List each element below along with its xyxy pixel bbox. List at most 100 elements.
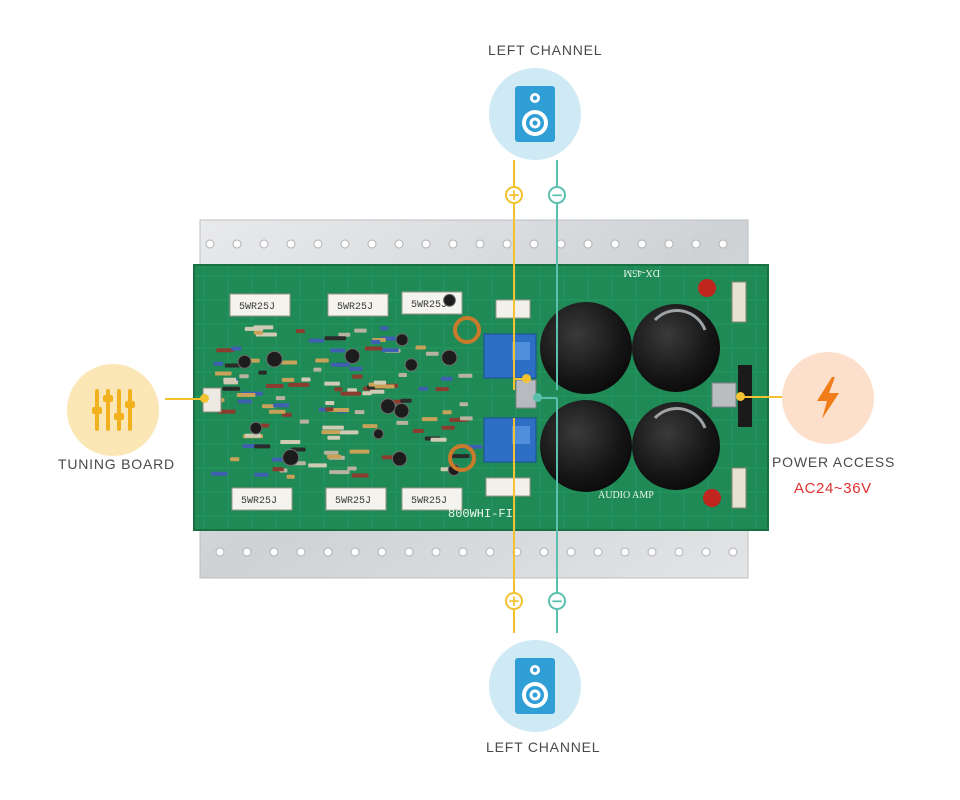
component — [347, 466, 357, 471]
component — [325, 401, 335, 405]
heatsink-hole — [377, 547, 387, 557]
positive-wire-connector — [513, 378, 525, 380]
component — [301, 377, 311, 382]
heatsink-holes — [205, 239, 738, 557]
component — [278, 360, 298, 365]
component — [286, 474, 295, 479]
heatsink-hole — [556, 239, 566, 249]
negative-wire-top — [556, 160, 558, 390]
power-resistor — [327, 293, 389, 317]
component — [415, 345, 426, 350]
component — [352, 374, 363, 379]
component — [430, 437, 447, 442]
power-resistor — [325, 487, 387, 511]
heatsink-hole — [610, 239, 620, 249]
power-voltage-label: AC24~36V — [794, 480, 872, 497]
power-wire-dot — [736, 392, 745, 401]
component — [354, 410, 365, 415]
component — [381, 455, 393, 460]
component — [364, 346, 383, 351]
relays — [483, 333, 537, 463]
heatsink-hole — [323, 547, 333, 557]
component — [327, 435, 341, 440]
component — [224, 363, 240, 368]
power-resistor-label: 5WR25J — [335, 496, 371, 507]
component — [381, 348, 399, 353]
component — [254, 444, 271, 449]
power-resistor — [231, 487, 293, 511]
component — [321, 430, 341, 435]
component — [329, 470, 350, 475]
component — [351, 473, 369, 478]
capacitor — [540, 400, 632, 492]
component — [347, 388, 357, 393]
heatsink-hole — [674, 547, 684, 557]
component — [244, 433, 261, 438]
component — [275, 396, 286, 401]
heatsink-hole — [502, 239, 512, 249]
component — [315, 358, 329, 363]
tuning-wire-dot — [200, 394, 209, 403]
negative-sign-bottom: − — [548, 592, 566, 610]
tuning-wire — [165, 398, 205, 400]
component — [398, 373, 407, 377]
speaker-top-badge — [489, 68, 581, 160]
power-resistor-label: 5WR25J — [411, 496, 447, 507]
board-brand-text: AUDIO AMP — [598, 490, 654, 501]
negative-wire-dot — [533, 393, 542, 402]
speaker-bottom-badge — [489, 640, 581, 732]
component — [362, 424, 378, 429]
component — [258, 370, 267, 375]
component — [231, 346, 242, 351]
positive-sign-bottom: + — [505, 592, 523, 610]
heatsink-hole — [431, 547, 441, 557]
heatsink-hole — [620, 547, 630, 557]
component — [441, 376, 453, 381]
component — [253, 330, 263, 335]
positive-wire-bottom — [513, 418, 515, 633]
small-capacitor — [282, 449, 300, 466]
heatsink-hole — [539, 547, 549, 557]
heatsink-hole — [350, 547, 360, 557]
heatsink-hole — [259, 239, 269, 249]
component — [339, 430, 359, 435]
heatsink-hole — [269, 547, 279, 557]
component — [412, 429, 424, 433]
component — [400, 398, 412, 403]
left-channel-top-label: LEFT CHANNEL — [488, 42, 603, 58]
heatsink-hole — [286, 239, 296, 249]
positive-sign-top: + — [505, 186, 523, 204]
power-resistor-label: 5WR25J — [411, 300, 447, 311]
left-channel-bottom-label: LEFT CHANNEL — [486, 739, 601, 755]
heatsink-hole — [215, 547, 225, 557]
heatsink-hole — [340, 239, 350, 249]
fuses — [698, 279, 747, 509]
power-resistor — [229, 293, 291, 317]
heatsink-hole — [367, 239, 377, 249]
component — [308, 463, 327, 468]
component — [328, 408, 350, 412]
heatsink-hole — [583, 239, 593, 249]
component — [442, 410, 452, 415]
component — [223, 377, 237, 382]
power-resistor-label: 5WR25J — [337, 302, 373, 313]
component — [213, 361, 224, 366]
heatsink-hole — [566, 547, 576, 557]
component — [272, 467, 284, 472]
heatsink-hole — [296, 547, 306, 557]
component — [244, 326, 264, 331]
lightning-bolt-icon — [817, 377, 839, 419]
component — [340, 391, 361, 396]
positive-wire-top — [513, 160, 515, 390]
component — [281, 377, 295, 382]
power-resistor-label: 5WR25J — [241, 496, 277, 507]
heatsink-hole — [458, 547, 468, 557]
component — [324, 336, 347, 341]
heatsink-hole — [404, 547, 414, 557]
heatsink-hole — [421, 239, 431, 249]
small-capacitor — [443, 293, 456, 307]
tuning-board-badge — [67, 364, 159, 456]
component — [458, 373, 473, 378]
